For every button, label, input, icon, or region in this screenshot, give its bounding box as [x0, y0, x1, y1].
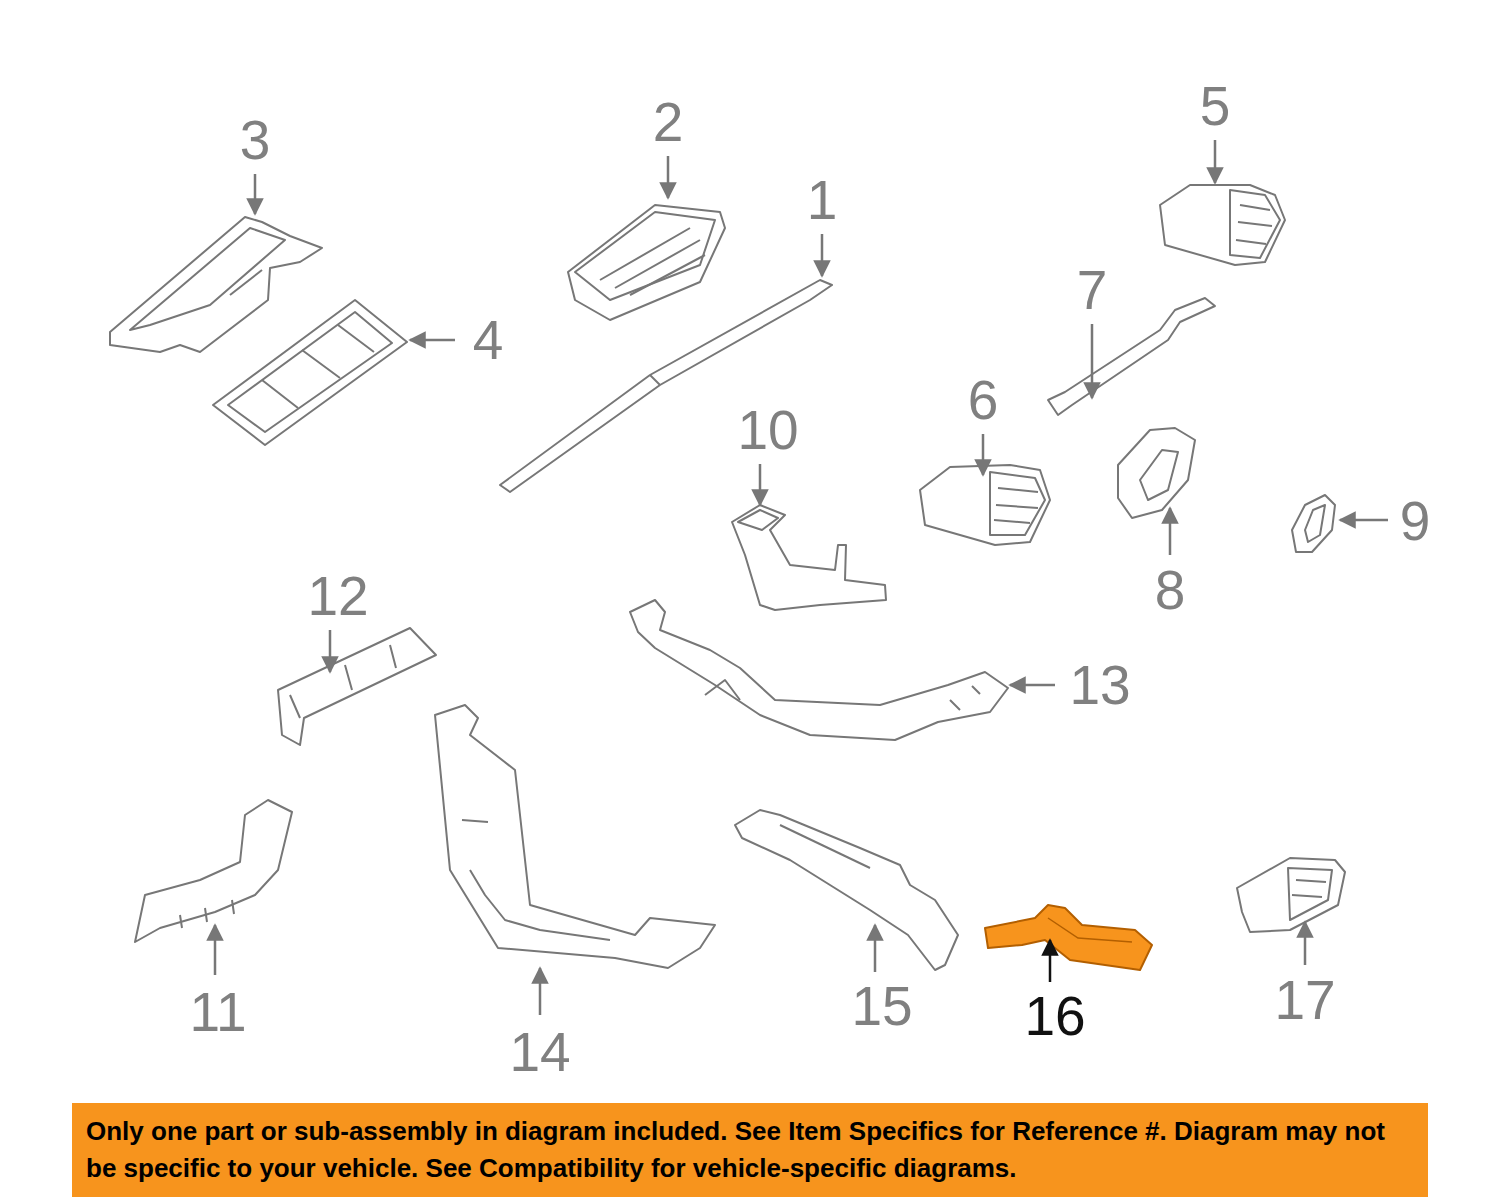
- ring-clip: [1292, 495, 1335, 552]
- callout-number: 7: [1077, 263, 1108, 318]
- center-vent: [568, 205, 725, 320]
- defrost-duct: [732, 505, 886, 610]
- leader-lines: [215, 140, 1388, 1015]
- callout-number: 1: [807, 173, 838, 228]
- callout-number: 9: [1400, 494, 1431, 549]
- vent-grille: [213, 300, 407, 445]
- callout-number: 5: [1200, 79, 1231, 134]
- vent-outlet: [1237, 858, 1345, 932]
- trim-strip: [500, 280, 832, 492]
- floor-duct: [735, 810, 958, 970]
- callout-number: 17: [1274, 973, 1335, 1028]
- callout-number: 16: [1024, 989, 1085, 1044]
- callout-number: 2: [653, 95, 684, 150]
- callout-number: 10: [737, 403, 798, 458]
- notice-banner: Only one part or sub-assembly in diagram…: [72, 1103, 1428, 1197]
- callout-number: 6: [968, 373, 999, 428]
- floor-duct: [278, 628, 436, 745]
- callout-number: 12: [307, 569, 368, 624]
- callout-number: 13: [1069, 658, 1130, 713]
- control-rod: [1048, 298, 1215, 415]
- callout-number: 3: [240, 113, 271, 168]
- vent-bezel: [1118, 428, 1195, 518]
- callout-number: 8: [1155, 563, 1186, 618]
- callout-number: 14: [509, 1025, 570, 1080]
- leader-line: [1049, 940, 1052, 982]
- side-vent: [1160, 185, 1285, 265]
- floor-duct: [435, 705, 715, 968]
- callout-number: 4: [473, 313, 504, 368]
- rear-duct: [135, 800, 292, 942]
- notice-text: Only one part or sub-assembly in diagram…: [86, 1113, 1414, 1187]
- vent-housing: [110, 217, 322, 352]
- air-duct: [630, 600, 1008, 740]
- callout-number: 15: [851, 979, 912, 1034]
- callout-number: 11: [189, 985, 246, 1040]
- side-vent: [920, 465, 1050, 545]
- highlighted-duct: [985, 905, 1152, 970]
